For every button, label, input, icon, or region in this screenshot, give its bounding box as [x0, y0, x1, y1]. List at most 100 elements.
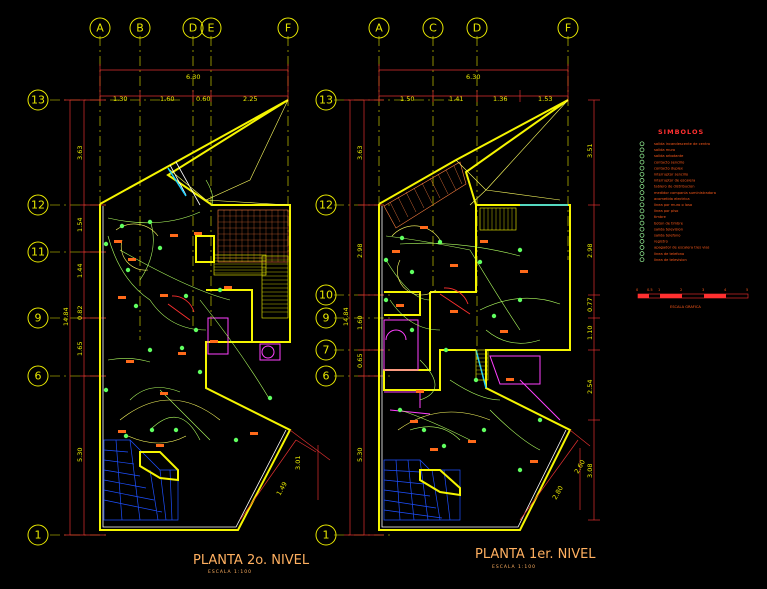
legend-item-label: acometida electrica	[654, 197, 690, 201]
dim-value: 1.65	[76, 342, 84, 356]
legend-item-label: salida arbotante	[654, 154, 684, 158]
legend-item-label: medidor compania suministradora	[654, 191, 716, 195]
left-devices	[103, 219, 273, 447]
dim-value: 0.82	[76, 306, 84, 320]
dim-value: 1.60	[356, 316, 364, 330]
right-hatch	[383, 161, 517, 381]
legend-symbol-icon	[639, 147, 645, 153]
scale-tick-label: 0	[636, 288, 639, 292]
right-stair	[383, 459, 461, 521]
dim-value: 2.80	[551, 484, 565, 501]
dim-value: 1.49	[275, 480, 289, 497]
left-row-axes: 13 12 11 9 6 1	[27, 89, 49, 546]
axis-label: 1	[35, 529, 42, 542]
left-circuits	[107, 99, 289, 444]
legend-item-label: linea de television	[654, 258, 687, 262]
legend-item-label: contacto duplex	[654, 166, 684, 170]
legend-symbol-icon	[639, 251, 645, 256]
dim-value: 0.60	[196, 95, 210, 103]
legend-item-label: linea de telefono	[654, 252, 684, 256]
right-plan: A C D F 13 12 10 9 7 6 1 6.30 1.50 1.41 …	[315, 17, 600, 570]
plan-scale: ESCALA 1:100	[208, 569, 252, 575]
legend-symbol-icon	[639, 208, 645, 214]
scale-tick-label: 0.5	[647, 288, 653, 292]
right-bathroom	[383, 287, 561, 421]
dim-value: 2.60	[573, 458, 587, 475]
plan-scale: ESCALA 1:100	[492, 564, 536, 570]
dim-value: 2.54	[586, 380, 594, 394]
scale-tick-label: 3	[702, 288, 704, 292]
legend-symbol-icon	[639, 226, 645, 232]
axis-label: 10	[319, 289, 333, 302]
legend-symbol-icon	[639, 165, 645, 171]
dim-value: 1.53	[538, 95, 552, 103]
legend-title: SIMBOLOS	[658, 128, 704, 136]
legend-symbol-icon	[639, 190, 645, 195]
dim-value: 3.63	[356, 146, 364, 160]
axis-label: B	[136, 22, 144, 35]
scale-tick-label: 4	[724, 288, 727, 292]
left-top-dimensions: 6.30 1.30 1.60 0.60 2.25	[99, 64, 289, 103]
legend-symbol-icon	[639, 141, 645, 147]
right-side-dimensions-right: 3.51 2.98 0.77 1.10 2.54 3.08	[586, 99, 600, 521]
axis-label: 6	[35, 370, 42, 383]
legend-item-label: boton de timbre	[654, 221, 684, 225]
dim-total: 6.30	[466, 73, 480, 81]
axis-label: 9	[323, 312, 330, 325]
dim-value: 1.36	[493, 95, 507, 103]
dim-value: 1.60	[160, 95, 174, 103]
axis-label: C	[429, 22, 437, 35]
right-top-dimensions: 6.30 1.50 1.41 1.36 1.53	[378, 64, 569, 103]
legend-item-label: salida muro	[654, 148, 675, 152]
legend-item-label: linea por muro o losa	[654, 203, 692, 207]
legend-item-label: timbre	[654, 215, 667, 219]
right-diag-dims: 2.80 2.60	[519, 429, 591, 521]
axis-label: F	[565, 22, 571, 35]
legend-item-label: interruptor sencillo	[654, 173, 688, 177]
dim-value: 2.25	[243, 95, 257, 103]
dim-value: 5.30	[76, 448, 84, 462]
legend-item-label: tablero de distribucion	[654, 185, 695, 189]
legend-item-label: contacto sencillo	[654, 160, 684, 164]
dim-value: 1.54	[76, 218, 84, 232]
legend-symbol-icon	[639, 239, 645, 244]
left-stair	[103, 439, 179, 521]
scale-tick-label: 2	[680, 288, 682, 292]
legend-symbol-icon	[639, 214, 645, 220]
dim-value: 1.44	[76, 264, 84, 278]
legend-symbol-icon	[639, 202, 645, 208]
right-walls	[378, 99, 572, 531]
dim-value: 3.08	[586, 464, 594, 478]
dim-value: 3.51	[586, 144, 594, 158]
dim-value: 1.41	[449, 95, 463, 103]
dim-total: 14.84	[342, 307, 350, 326]
scale-label: ESCALA GRAFICA	[670, 305, 701, 309]
dim-value: 1.50	[400, 95, 414, 103]
axis-label: D	[189, 22, 197, 35]
axis-label: 11	[31, 246, 45, 259]
legend: SIMBOLOS salida incandescente de centros…	[636, 128, 749, 309]
right-column-axes: A C D F	[368, 17, 579, 39]
axis-label: E	[208, 22, 215, 35]
legend-symbol-icon	[639, 171, 645, 177]
axis-label: 7	[323, 344, 330, 357]
left-diag-dims: 3.01 1.49	[239, 429, 331, 521]
legend-item-label: interruptor de escalera	[654, 179, 695, 183]
axis-label: 9	[35, 312, 42, 325]
scale-tick-label: 1	[658, 288, 660, 292]
legend-item-label: apagador de escalera tres vias	[654, 246, 710, 250]
legend-symbol-icon	[639, 153, 645, 159]
legend-symbol-icon	[639, 159, 645, 165]
dim-value: 0.65	[356, 354, 364, 368]
axis-label: F	[285, 22, 291, 35]
dim-value: 1.10	[586, 326, 594, 340]
axis-label: A	[375, 22, 383, 35]
right-row-axes: 13 12 10 9 7 6 1	[315, 89, 337, 546]
left-column-axes: A B D E F	[89, 17, 299, 39]
legend-symbol-icon	[639, 257, 645, 263]
dim-value: 3.63	[76, 146, 84, 160]
dim-value: 2.98	[356, 244, 364, 258]
